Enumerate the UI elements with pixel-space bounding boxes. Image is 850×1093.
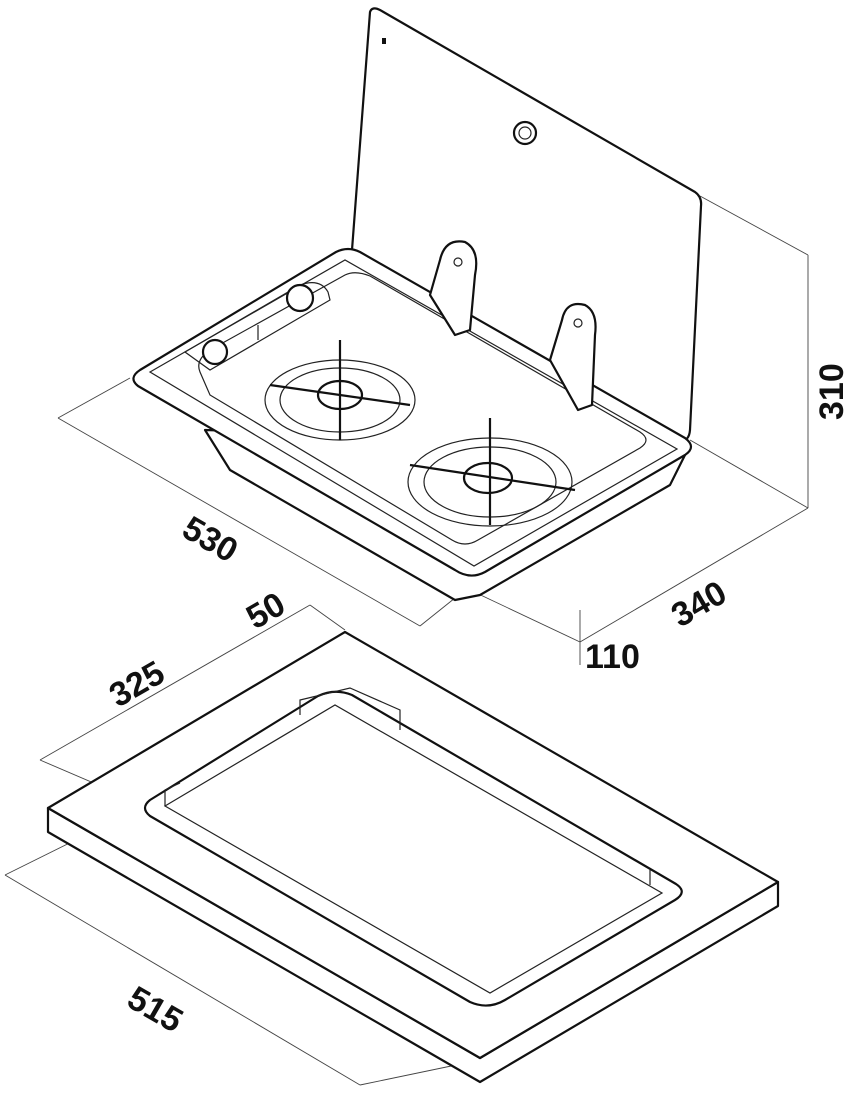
dim-label-530: 530 <box>176 509 244 570</box>
burner-left <box>264 340 416 441</box>
dim-label-340: 340 <box>665 574 733 635</box>
dim-label-515: 515 <box>121 979 189 1040</box>
hob-dimension-lines <box>57 195 809 665</box>
burner-right <box>407 418 576 527</box>
control-knob <box>201 338 229 366</box>
control-knob <box>285 283 315 313</box>
lid-hinges <box>428 240 597 412</box>
dim-label-325: 325 <box>103 654 171 715</box>
worktop-board <box>4 604 780 1086</box>
dim-label-310: 310 <box>813 363 850 420</box>
dim-label-110: 110 <box>585 638 640 676</box>
lid-knob-hole <box>512 120 538 146</box>
dim-label-50: 50 <box>240 585 292 637</box>
